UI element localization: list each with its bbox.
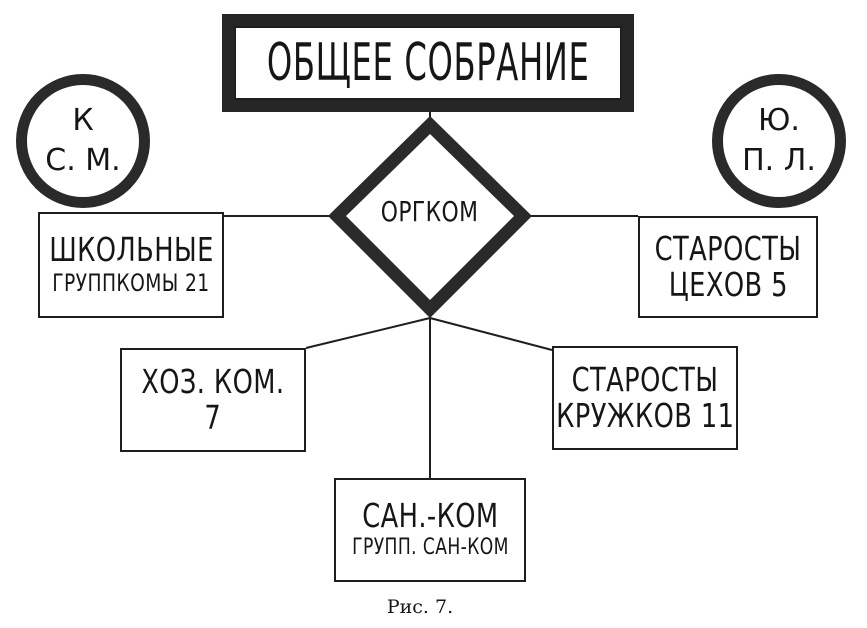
orgkom-diamond-inner bbox=[346, 134, 514, 300]
household-committee-line1: ХОЗ. КОМ. bbox=[141, 362, 285, 401]
right-circle-yupl: Ю. П. Л. bbox=[712, 74, 846, 208]
right-circle-line1: Ю. bbox=[758, 103, 800, 138]
shop-elders-line2: ЦЕХОВ 5 bbox=[668, 265, 788, 304]
general-meeting-frame: ОБЩЕЕ СОБРАНИЕ bbox=[222, 14, 634, 112]
general-meeting-label: ОБЩЕЕ СОБРАНИЕ bbox=[266, 33, 590, 93]
figure-caption: Рис. 7. bbox=[386, 596, 454, 618]
connector-household bbox=[305, 317, 431, 349]
school-groups-line1: ШКОЛЬНЫЕ bbox=[48, 230, 214, 269]
sanitary-committee-line1: САН.-КОМ bbox=[361, 496, 499, 535]
general-meeting-box: ОБЩЕЕ СОБРАНИЕ bbox=[234, 26, 622, 100]
household-committee-line2: 7 bbox=[204, 398, 222, 437]
right-circle-line2: П. Л. bbox=[742, 143, 816, 178]
shop-elders-line1: СТАРОСТЫ bbox=[654, 229, 802, 268]
left-circle-ks: К С. М. bbox=[16, 74, 150, 208]
circle-elders-line1: СТАРОСТЫ bbox=[571, 360, 719, 399]
household-committee-box: ХОЗ. КОМ. 7 bbox=[120, 348, 306, 452]
circle-elders-box: СТАРОСТЫ КРУЖКОВ 11 bbox=[552, 346, 738, 450]
circle-elders-line2: КРУЖКОВ 11 bbox=[555, 396, 735, 435]
orgkom-label-wrap: ОРГКОМ bbox=[360, 196, 500, 228]
school-groups-line2: ГРУППКОМЫ 21 bbox=[52, 269, 210, 297]
orgkom-label: ОРГКОМ bbox=[381, 195, 479, 228]
shop-elders-box: СТАРОСТЫ ЦЕХОВ 5 bbox=[638, 216, 818, 318]
left-circle-line2: С. М. bbox=[45, 143, 121, 178]
sanitary-committee-line2: ГРУПП. САН-КОМ bbox=[351, 535, 509, 560]
left-circle-line1: К bbox=[72, 103, 94, 138]
connector-circle-elders bbox=[429, 317, 553, 351]
sanitary-committee-box: САН.-КОМ ГРУПП. САН-КОМ bbox=[334, 478, 526, 582]
school-groups-box: ШКОЛЬНЫЕ ГРУППКОМЫ 21 bbox=[38, 212, 224, 318]
